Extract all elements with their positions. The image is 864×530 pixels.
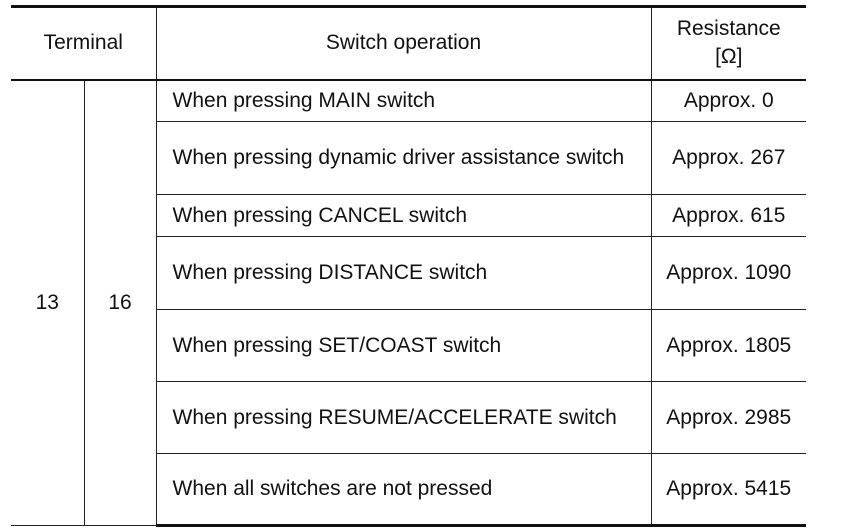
switch-operation-cell: When pressing DISTANCE switch xyxy=(156,236,652,310)
switch-operation-cell: When pressing MAIN switch xyxy=(155,79,652,122)
switch-operation-cell: When pressing RESUME/ACCELERATE switch xyxy=(156,381,652,454)
resistance-header-label: Resistance xyxy=(676,17,781,41)
resistance-header: Resistance [Ω] xyxy=(650,5,807,81)
resistance-cell: Approx. 0 xyxy=(650,79,807,122)
table-row: When pressing dynamic driver assistance … xyxy=(11,121,807,195)
table-row: When pressing CANCEL switch Approx. 615 xyxy=(11,194,807,237)
switch-operation-cell: When pressing dynamic driver assistance … xyxy=(156,121,652,195)
resistance-cell: Approx. 267 xyxy=(650,121,807,195)
switch-operation-cell: When pressing SET/COAST switch xyxy=(156,309,652,382)
table-row: When all switches are not pressed Approx… xyxy=(11,453,807,527)
table-row: 13 16 When pressing MAIN switch Approx. … xyxy=(11,79,807,526)
resistance-cell: Approx. 1805 xyxy=(650,309,807,382)
table-row: When pressing SET/COAST switch Approx. 1… xyxy=(11,309,807,382)
table-header-row: Terminal Switch operation Resistance [Ω] xyxy=(11,5,807,81)
resistance-cell: Approx. 615 xyxy=(650,194,807,237)
resistance-cell: Approx. 1090 xyxy=(650,236,807,310)
table-row: When pressing DISTANCE switch Approx. 10… xyxy=(11,236,807,310)
switch-operation-cell: When all switches are not pressed xyxy=(156,453,652,527)
resistance-cell: Approx. 2985 xyxy=(650,381,807,454)
resistance-cell: Approx. 5415 xyxy=(650,453,807,527)
terminal-b-cell: 16 xyxy=(83,79,157,526)
switch-resistance-table: Terminal Switch operation Resistance [Ω]… xyxy=(11,5,807,527)
table-row: When pressing RESUME/ACCELERATE switch A… xyxy=(11,381,807,454)
switch-operation-cell: When pressing CANCEL switch xyxy=(156,194,652,237)
resistance-header-unit: [Ω] xyxy=(715,45,743,69)
switch-operation-header: Switch operation xyxy=(155,5,652,81)
terminal-header: Terminal xyxy=(11,5,157,81)
terminal-a-cell: 13 xyxy=(11,79,85,526)
